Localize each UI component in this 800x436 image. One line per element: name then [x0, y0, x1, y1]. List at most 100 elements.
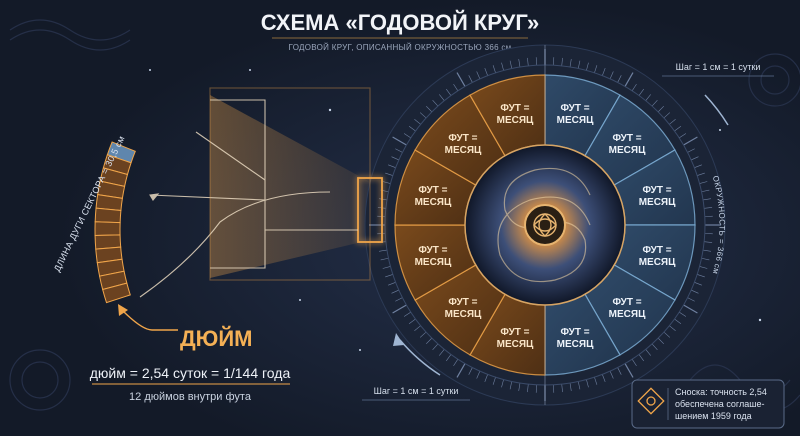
sector-label-line2: МЕСЯЦ [557, 115, 594, 126]
sector-label-line2: МЕСЯЦ [497, 339, 534, 350]
tick-mark [624, 363, 634, 378]
tick-mark [702, 249, 711, 252]
tick-mark [679, 311, 687, 317]
galaxy-spiral [497, 167, 591, 283]
knot-emblem-icon [637, 387, 665, 415]
tick-mark [674, 126, 682, 132]
tick-mark [697, 274, 705, 278]
tick-mark [699, 181, 708, 184]
tick-mark [403, 311, 411, 317]
tick-mark [645, 94, 651, 101]
tick-mark [645, 349, 651, 356]
tick-mark [492, 65, 496, 73]
tick-mark [617, 75, 622, 83]
tick-mark [468, 367, 473, 375]
tick-mark [379, 198, 388, 201]
footnote-box: Сноска: точность 2,54 обеспечена соглаше… [631, 379, 785, 429]
sector-label-line2: МЕСЯЦ [445, 309, 482, 320]
tick-mark [432, 343, 439, 351]
page-subtitle: ГОДОВОЙ КРУГ, ОПИСАННЫЙ ОКРУЖНОСТЬЮ 366 … [289, 43, 512, 52]
tick-mark [657, 105, 665, 113]
tick-mark [453, 359, 459, 367]
tick-mark [446, 354, 452, 362]
tick-mark [638, 88, 644, 96]
tick-mark [388, 282, 396, 286]
tick-mark [663, 112, 671, 119]
tick-mark [388, 164, 396, 168]
tick-mark [456, 363, 466, 378]
highlight-frame [357, 177, 383, 243]
sector-label-line1: ФУТ = [418, 245, 447, 256]
sector-label-line1: ФУТ = [560, 327, 589, 338]
page-title: СХЕМА «ГОДОВОЙ КРУГ» [261, 10, 540, 35]
tick-mark [395, 148, 403, 153]
tick-mark [492, 377, 496, 385]
step-arrow-icon [393, 333, 404, 346]
sector-label-line1: ФУТ = [560, 103, 589, 114]
tick-mark [391, 156, 399, 161]
step-label-top: Шаг = 1 см = 1 сутки [676, 62, 761, 72]
tick-mark [419, 331, 427, 338]
tick-mark [385, 172, 393, 176]
tick-mark [569, 382, 572, 391]
tick-mark [631, 359, 637, 367]
sector-label-line1: ФУТ = [500, 327, 529, 338]
footnote-line-3: шением 1959 года [675, 411, 752, 421]
tick-mark [704, 207, 713, 209]
tick-mark [669, 325, 676, 331]
tick-mark [395, 297, 403, 302]
tick-mark [408, 318, 416, 324]
sector-label-line2: МЕСЯЦ [609, 145, 646, 156]
tick-mark [561, 384, 563, 393]
tick-mark [651, 99, 658, 107]
tick-mark [414, 119, 421, 125]
footnote-line-1: Сноска: точность 2,54 [675, 387, 767, 397]
sector-label-line2: МЕСЯЦ [557, 339, 594, 350]
inch-label: ДЮЙМ [180, 326, 253, 351]
tick-mark [379, 249, 388, 252]
tick-mark [476, 71, 481, 79]
tick-mark [425, 337, 433, 345]
tick-mark [382, 181, 391, 184]
tick-mark [701, 189, 710, 193]
tick-mark [382, 266, 391, 269]
tick-mark [408, 126, 416, 132]
tick-mark [651, 343, 658, 351]
tick-marks [369, 49, 721, 401]
sector-label-line2: МЕСЯЦ [639, 197, 676, 208]
sector-label-line2: МЕСЯЦ [639, 257, 676, 268]
sector-label-line2: МЕСЯЦ [445, 145, 482, 156]
tick-mark [586, 379, 589, 388]
tick-mark [701, 257, 710, 261]
sector-label-line1: ФУТ = [612, 133, 641, 144]
tick-mark [683, 136, 698, 146]
tick-mark [518, 382, 521, 391]
tick-mark [617, 367, 622, 375]
tick-mark [380, 257, 389, 261]
sector-label-line2: МЕСЯЦ [609, 309, 646, 320]
sector-label-line1: ФУТ = [612, 297, 641, 308]
tick-mark [414, 325, 421, 331]
sector-label-line2: МЕСЯЦ [415, 197, 452, 208]
tick-mark [669, 119, 676, 125]
tick-mark [509, 60, 513, 69]
step-arc-top [704, 94, 729, 126]
tick-mark [691, 289, 699, 294]
tick-mark [697, 172, 705, 176]
sector-arc-strip [94, 141, 136, 304]
tick-mark [624, 72, 634, 87]
tick-mark [484, 374, 488, 382]
center-knot-icon [533, 213, 557, 237]
tick-mark [527, 384, 529, 393]
tick-mark [602, 374, 606, 382]
tick-mark [687, 148, 695, 153]
tick-mark [527, 57, 529, 66]
tick-mark [501, 62, 504, 71]
sector-label-line1: ФУТ = [448, 133, 477, 144]
tick-mark [586, 62, 589, 71]
inch-pointer-arrow-icon [118, 304, 128, 316]
sector-label-line1: ФУТ = [642, 185, 671, 196]
tick-mark [594, 65, 598, 73]
